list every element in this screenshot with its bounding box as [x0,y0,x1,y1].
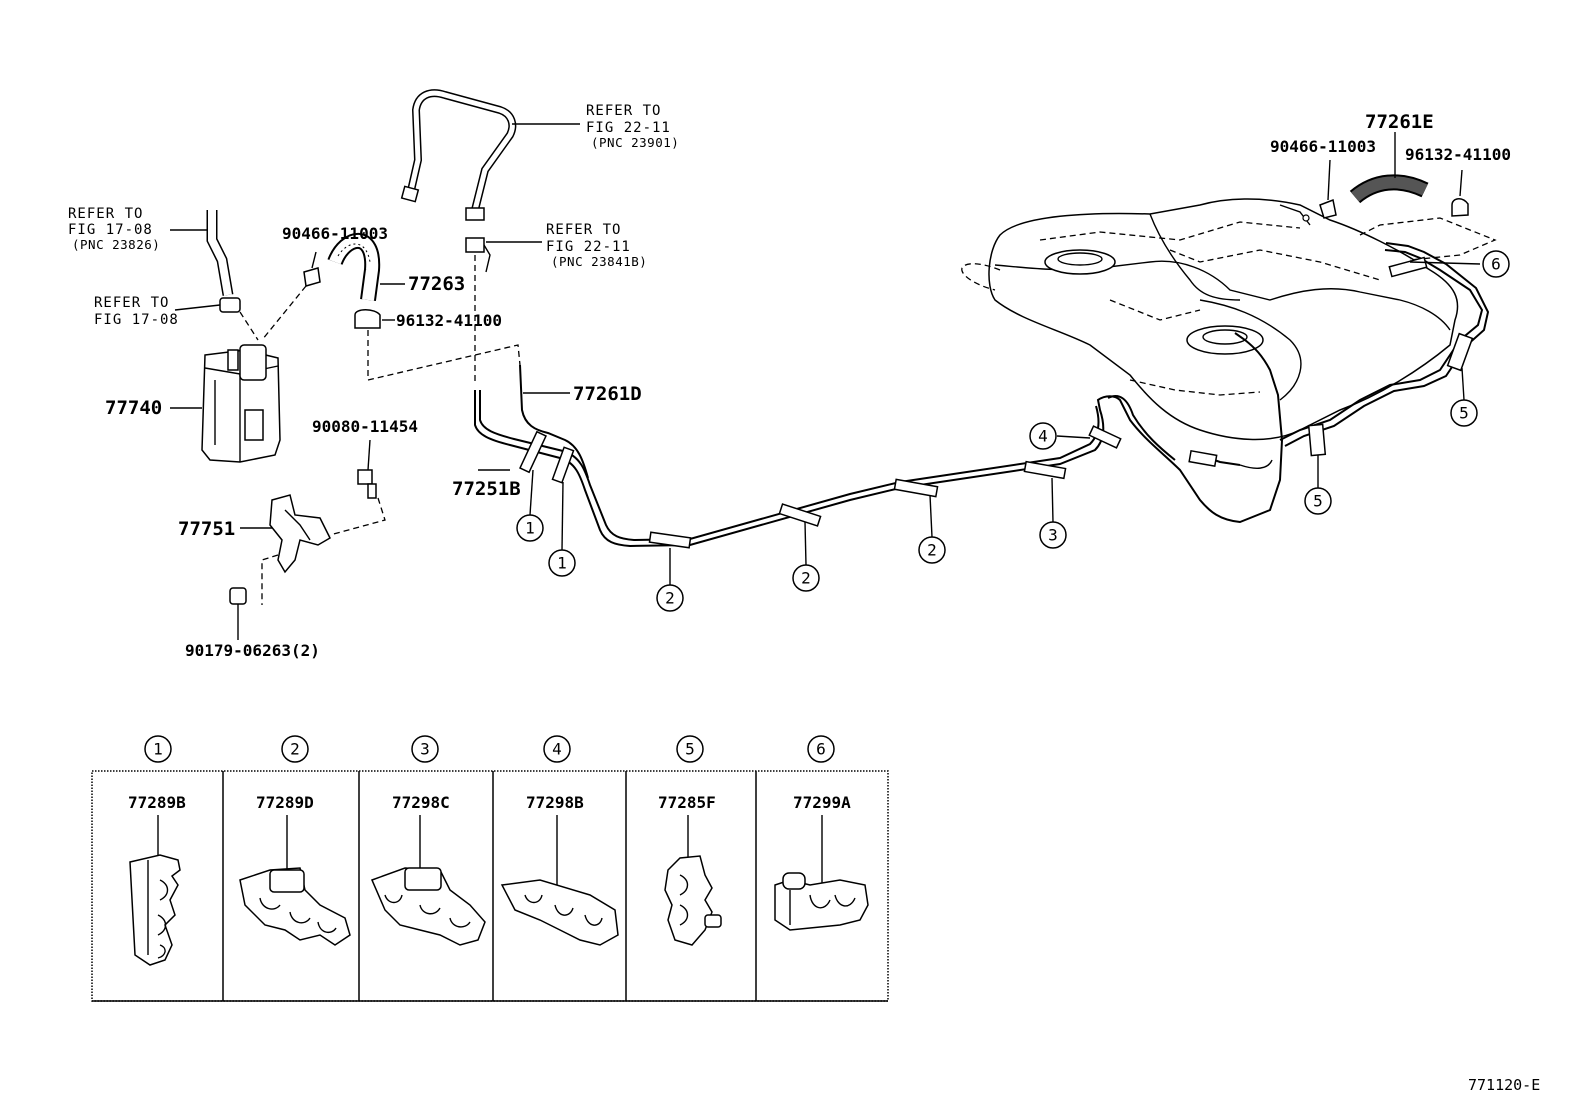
clamp-77289B-drawing [129,815,181,966]
label-77263: 77263 [408,273,465,295]
svg-text:5: 5 [1459,404,1469,423]
ref-fig1708-a-line1: REFER TO [68,206,143,222]
ref-fig1708-a-line2: FIG 17-08 [68,222,153,238]
label-77261D: 77261D [573,383,642,405]
legend-part-6: 77299A [793,793,851,812]
canister-hose [170,210,259,341]
svg-text:1: 1 [525,519,535,538]
legend-part-4: 77298B [526,793,584,812]
legend-part-5: 77285F [658,793,716,812]
ref-fig1708-a-line3: (PNC 23826) [72,237,160,252]
callout-3: 3 [1039,521,1067,549]
clamp-77299A-drawing [774,815,869,931]
part-labels: 77263 96132-41100 90466-11003 77740 9008… [105,111,1511,660]
figure-id: 771120-E [1468,1076,1540,1094]
callout-1b: 1 [548,549,576,577]
legend-border [91,770,889,1002]
svg-text:6: 6 [816,740,826,759]
legend-callout-4: 4 [543,735,571,763]
callout-2b: 2 [792,564,820,592]
clamp-77289D-drawing [239,815,351,946]
legend-callout-2: 2 [281,735,309,763]
callout-6: 6 [1482,250,1510,278]
callout-1a: 1 [516,514,544,542]
svg-text:5: 5 [1313,492,1323,511]
clip-90466-left [261,251,321,341]
ref-fig2211-b-line1: REFER TO [546,222,621,238]
callout-leaders [529,261,1481,585]
vent-hose-upper [400,89,580,385]
label-90466-left: 90466-11003 [282,224,388,243]
clamp-77285F-drawing [664,815,722,946]
bolt-90080 [329,439,386,536]
svg-text:2: 2 [927,541,937,560]
label-77251B: 77251B [452,478,521,500]
label-90179: 90179-06263(2) [185,641,320,660]
ref-fig2211-a-line3: (PNC 23901) [591,135,679,150]
charcoal-canister [170,344,281,463]
legend-part-1: 77289B [128,793,186,812]
legend-part-3: 77298C [392,793,450,812]
svg-text:2: 2 [290,740,300,759]
ref-fig2211-a-line2: FIG 22-11 [586,120,671,136]
ref-fig2211-b-line3: (PNC 23841B) [551,254,647,269]
label-77751: 77751 [178,518,235,540]
svg-text:5: 5 [685,740,695,759]
svg-text:2: 2 [665,589,675,608]
clamp-callouts: 1 1 2 2 2 3 4 5 5 6 [516,250,1510,612]
svg-text:1: 1 [557,554,567,573]
label-77740: 77740 [105,397,162,419]
clamp-77298C-drawing [370,815,486,946]
legend-callout-5: 5 [676,735,704,763]
ref-fig1708-b-line2: FIG 17-08 [94,312,179,328]
label-90080: 90080-11454 [312,417,418,436]
clip-96132-left [354,309,521,381]
legend-callout-3: 3 [411,735,439,763]
clamp-77298B-drawing [500,815,619,946]
svg-text:2: 2 [801,569,811,588]
label-96132-right: 96132-41100 [1405,145,1511,164]
label-96132-left: 96132-41100 [396,311,502,330]
legend-part-2: 77289D [256,793,314,812]
fuel-tank [961,198,1459,441]
svg-text:3: 3 [420,740,430,759]
callout-2a: 2 [656,584,684,612]
svg-text:6: 6 [1491,255,1501,274]
clamp-legend: 1 2 3 4 5 6 77289B 77289D 77298C 77298B … [91,735,889,1002]
hose-77261E [1319,132,1469,219]
hose-77263 [327,232,405,302]
bracket-77751 [240,494,331,605]
line-clamps [519,256,1474,549]
svg-text:4: 4 [1038,427,1048,446]
legend-callout-1: 1 [144,735,172,763]
label-90466-right: 90466-11003 [1270,137,1376,156]
callout-2c: 2 [918,536,946,564]
label-77261E: 77261E [1365,111,1434,133]
ref-fig1708-b-line1: REFER TO [94,295,169,311]
callout-4: 4 [1029,422,1057,450]
ref-fig2211-b-line2: FIG 22-11 [546,239,631,255]
svg-text:3: 3 [1048,526,1058,545]
svg-text:4: 4 [552,740,562,759]
callout-5b: 5 [1450,399,1478,427]
legend-callout-6: 6 [807,735,835,763]
callout-5a: 5 [1304,487,1332,515]
svg-text:1: 1 [153,740,163,759]
ref-fig2211-a-line1: REFER TO [586,103,661,119]
nut-90179 [229,587,247,640]
reference-notes: REFER TO FIG 17-08 (PNC 23826) REFER TO … [68,103,679,328]
